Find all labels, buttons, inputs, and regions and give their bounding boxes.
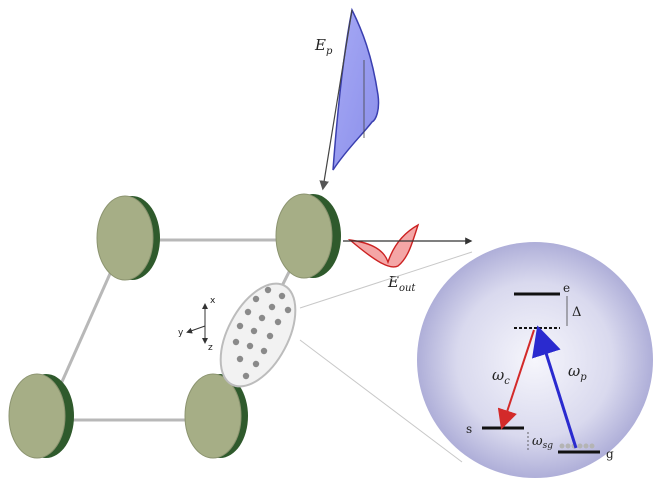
- pulse-in-label: Ep: [314, 36, 333, 57]
- omega-p-label: ωp: [568, 362, 587, 383]
- probe-arrow: [532, 325, 578, 449]
- coupling-arrow: [497, 329, 535, 430]
- mirror-bottom-right: [184, 373, 248, 459]
- atomic-ensemble: [219, 282, 297, 388]
- coordinate-axes: x y z: [178, 296, 216, 353]
- axis-y-label: y: [178, 328, 184, 338]
- ground-population: [559, 443, 595, 449]
- output-pulse: Eout: [343, 223, 473, 294]
- input-pulse: Ep: [314, 7, 380, 191]
- mirror-bottom-left: [8, 373, 74, 459]
- omega-sg-label: ωsg: [532, 434, 553, 451]
- axis-z-label: z: [208, 343, 213, 353]
- zoom-guides: [299, 251, 473, 463]
- level-s-label: s: [466, 422, 472, 436]
- pulse-out-label: Eout: [387, 273, 416, 294]
- level-e-label: e: [563, 281, 570, 295]
- detuning-label: Δ: [572, 305, 581, 320]
- axis-x-label: x: [210, 296, 216, 306]
- omega-c-label: ωc: [492, 366, 510, 387]
- level-g-label: g: [606, 447, 614, 461]
- mirror-top-right: [275, 193, 341, 279]
- energy-level-inset: e Δ s g ωsg ωc ωp: [417, 242, 653, 478]
- mirror-top-left: [96, 195, 160, 281]
